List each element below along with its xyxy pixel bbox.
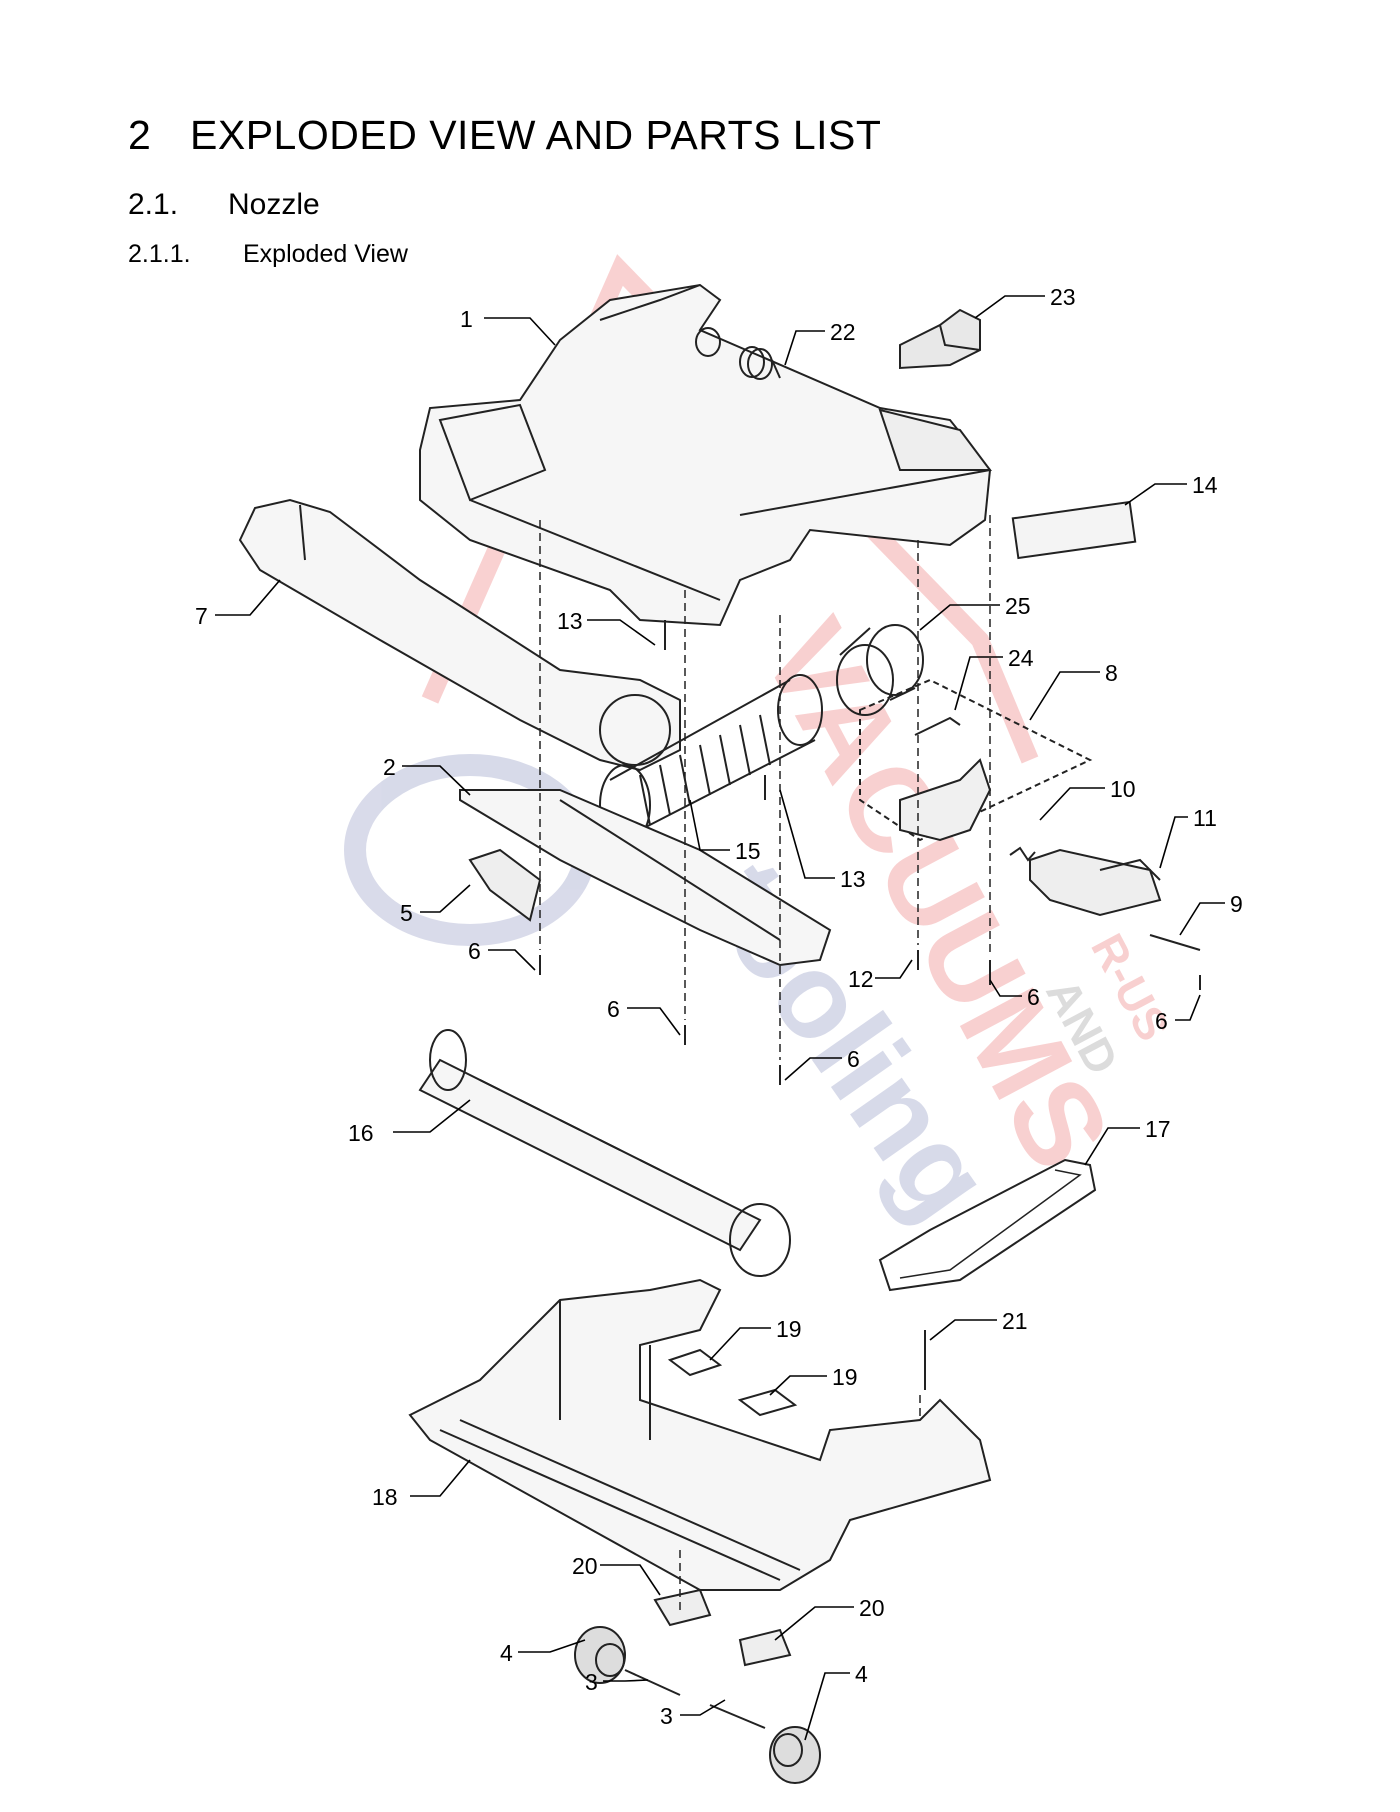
screws: [539, 620, 1201, 1085]
callout-10: 10: [1110, 776, 1136, 802]
subsubsection-number: 2.1.1.: [128, 240, 191, 268]
subsection-heading: 2.1. Nozzle: [128, 188, 320, 222]
callout-6d: 6: [1027, 984, 1040, 1010]
subsubsection-heading: 2.1.1. Exploded View: [128, 240, 408, 269]
callout-2: 2: [383, 754, 396, 780]
callout-6c: 6: [847, 1046, 860, 1072]
subsubsection-title: Exploded View: [243, 240, 408, 268]
callout-8: 8: [1105, 660, 1118, 686]
part-tab-20a: [653, 1588, 712, 1627]
callout-20b: 20: [859, 1595, 885, 1621]
part-cradle-5: [468, 848, 542, 922]
part-axle-3a: [624, 1669, 681, 1696]
callout-4a: 4: [500, 1640, 513, 1666]
callout-1: 1: [460, 306, 473, 332]
callout-24: 24: [1008, 645, 1034, 671]
part-connector-25: [836, 624, 924, 716]
part-spring-10: [1009, 846, 1036, 862]
part-pedal-cap-23: [899, 308, 981, 370]
callout-18: 18: [372, 1484, 398, 1510]
callout-23: 23: [1050, 284, 1076, 310]
part-filter-pad-14: [1011, 500, 1137, 560]
callout-labels: 1 22 23 14 7 13 25 24 8 2 10 11 15 13 5 …: [195, 284, 1243, 1729]
part-hose-15: [599, 674, 823, 846]
callout-7: 7: [195, 603, 208, 629]
part-wheel-4a: [574, 1626, 626, 1684]
leader-lines: [215, 295, 1225, 1741]
part-axle-3b: [709, 1704, 766, 1729]
part-belt-17: [878, 1158, 1097, 1292]
section-heading: 2 EXPLODED VIEW AND PARTS LIST: [128, 112, 881, 159]
part-brushroll-16: [418, 1029, 791, 1277]
part-nozzle-cover: [419, 283, 992, 627]
part-pedal-11: [1029, 848, 1162, 917]
part-wheel-4b: [769, 1726, 821, 1784]
callout-4b: 4: [855, 1661, 868, 1687]
callout-13b: 13: [840, 866, 866, 892]
callout-17: 17: [1145, 1116, 1171, 1142]
callout-6b: 6: [607, 996, 620, 1022]
callout-15: 15: [735, 838, 761, 864]
part-clip-19a: [667, 1348, 723, 1377]
callout-19b: 19: [832, 1364, 858, 1390]
callout-16: 16: [348, 1120, 374, 1146]
part-clip-24: [914, 716, 961, 736]
callout-6e: 6: [1155, 1008, 1168, 1034]
callout-13a: 13: [557, 608, 583, 634]
part-bottom-plate-2: [459, 789, 832, 967]
section-title: EXPLODED VIEW AND PARTS LIST: [190, 112, 882, 158]
callout-5: 5: [400, 900, 413, 926]
subsection-title: Nozzle: [228, 188, 320, 221]
callout-6a: 6: [468, 938, 481, 964]
part-base-18: [408, 1278, 992, 1591]
assembly-lines: [539, 515, 991, 1610]
section-number: 2: [128, 112, 152, 158]
part-pin-9: [1149, 934, 1201, 951]
part-spring-22: [739, 346, 781, 380]
part-clip-19b: [737, 1388, 798, 1417]
callout-3a: 3: [585, 1669, 598, 1695]
callout-19a: 19: [776, 1316, 802, 1342]
callout-22: 22: [830, 319, 856, 345]
callout-11: 11: [1193, 805, 1217, 831]
callout-21: 21: [1002, 1308, 1028, 1334]
callout-20a: 20: [572, 1553, 598, 1579]
part-lever-bracket: [899, 758, 992, 842]
callout-9: 9: [1230, 891, 1243, 917]
part-tab-20b: [738, 1628, 792, 1667]
callout-3b: 3: [660, 1703, 673, 1729]
callout-25: 25: [1005, 593, 1031, 619]
callout-12: 12: [848, 966, 874, 992]
callout-14: 14: [1192, 472, 1218, 498]
subsection-number: 2.1.: [128, 188, 179, 221]
